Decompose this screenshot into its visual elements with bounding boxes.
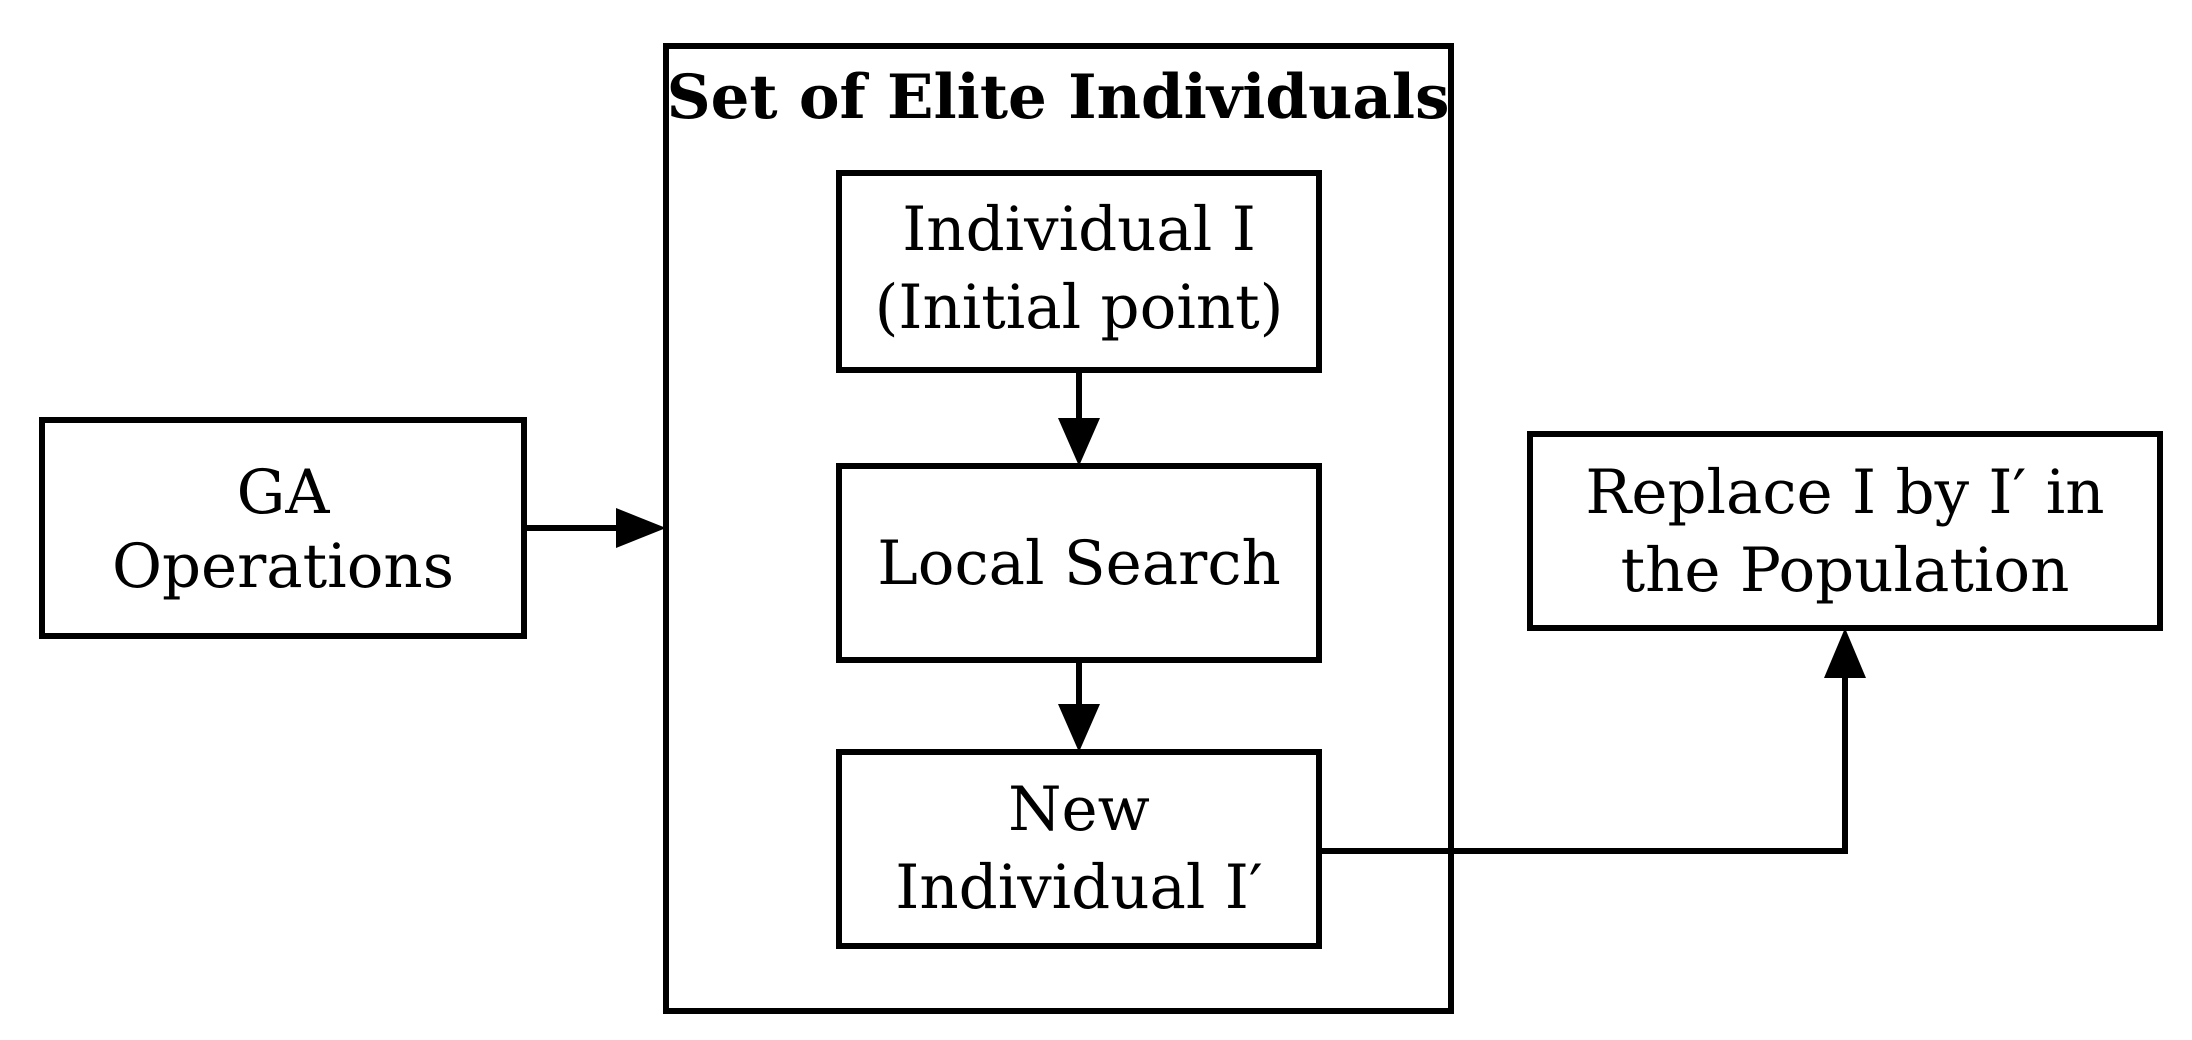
local-search-label: Local Search: [877, 528, 1281, 599]
individual-label-line2: (Initial point): [875, 272, 1284, 343]
replace-label-line2: the Population: [1621, 535, 2070, 606]
node-new-individual: New Individual I′: [836, 749, 1322, 949]
node-ga-operations: GA Operations: [39, 417, 527, 639]
arrowhead-down-icon: [1058, 418, 1100, 466]
ga-operations-label-line1: GA: [237, 457, 331, 528]
edge-individual-to-local-search: [1058, 370, 1100, 466]
edge-new-individual-to-replace-line: [1319, 676, 1848, 854]
arrowhead-down-icon: [1058, 704, 1100, 752]
edge-local-search-to-new-individual: [1058, 660, 1100, 752]
new-individual-label-line1: New: [1008, 774, 1150, 845]
replace-label-line1: Replace I by I′ in: [1585, 457, 2104, 528]
individual-label-line1: Individual I: [902, 194, 1256, 265]
ga-operations-box: [39, 417, 527, 639]
node-replace: Replace I by I′ in the Population: [1527, 431, 2163, 631]
edge-new-individual-to-replace: [1319, 628, 1866, 854]
node-individual: Individual I (Initial point): [836, 170, 1322, 373]
elite-set-title: Set of Elite Individuals: [667, 62, 1450, 133]
new-individual-label-line2: Individual I′: [895, 852, 1262, 923]
individual-box: [836, 170, 1322, 373]
edge-ga-to-elite: [524, 508, 666, 548]
arrowhead-right-icon: [616, 508, 666, 548]
elite-set-container: Set of Elite Individuals: [663, 43, 1454, 1014]
elite-set-frame: [663, 43, 1454, 1014]
ga-operations-label-line2: Operations: [112, 531, 454, 602]
node-local-search: Local Search: [836, 463, 1322, 663]
arrowhead-up-icon: [1824, 628, 1866, 678]
